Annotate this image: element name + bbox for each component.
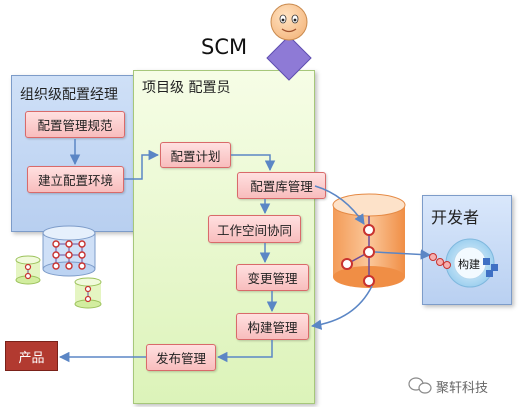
developer-panel-title: 开发者 <box>431 208 480 227</box>
setup-config-env-box: 建立配置环境 <box>27 166 124 193</box>
config-mgmt-spec-box: 配置管理规范 <box>25 111 125 138</box>
person-face-icon <box>266 3 312 81</box>
project-panel-title: 项目级 配置员 <box>142 80 231 96</box>
change-mgmt-box: 变更管理 <box>236 264 309 291</box>
wechat-icon <box>408 377 432 394</box>
org-panel-title: 组织级配置经理 <box>20 87 118 103</box>
small-database-right-icon <box>74 277 102 309</box>
watermark-text: 聚轩科技 <box>436 381 489 396</box>
build-mgmt-box: 构建管理 <box>236 313 309 340</box>
repo-mgmt-box: 配置库管理 <box>237 172 326 199</box>
repository-cylinder-icon <box>332 193 406 288</box>
product-box: 产品 <box>5 341 58 371</box>
build-process-icon <box>429 238 498 288</box>
scm-label: SCM <box>201 35 248 59</box>
database-icon <box>42 225 96 277</box>
build-label: 构建 <box>458 258 480 271</box>
small-database-left-icon <box>15 255 41 285</box>
release-mgmt-box: 发布管理 <box>146 344 216 371</box>
workspace-coop-box: 工作空间协同 <box>208 215 301 243</box>
org-level-panel: 组织级配置经理 <box>11 75 135 232</box>
config-plan-box: 配置计划 <box>160 142 231 168</box>
